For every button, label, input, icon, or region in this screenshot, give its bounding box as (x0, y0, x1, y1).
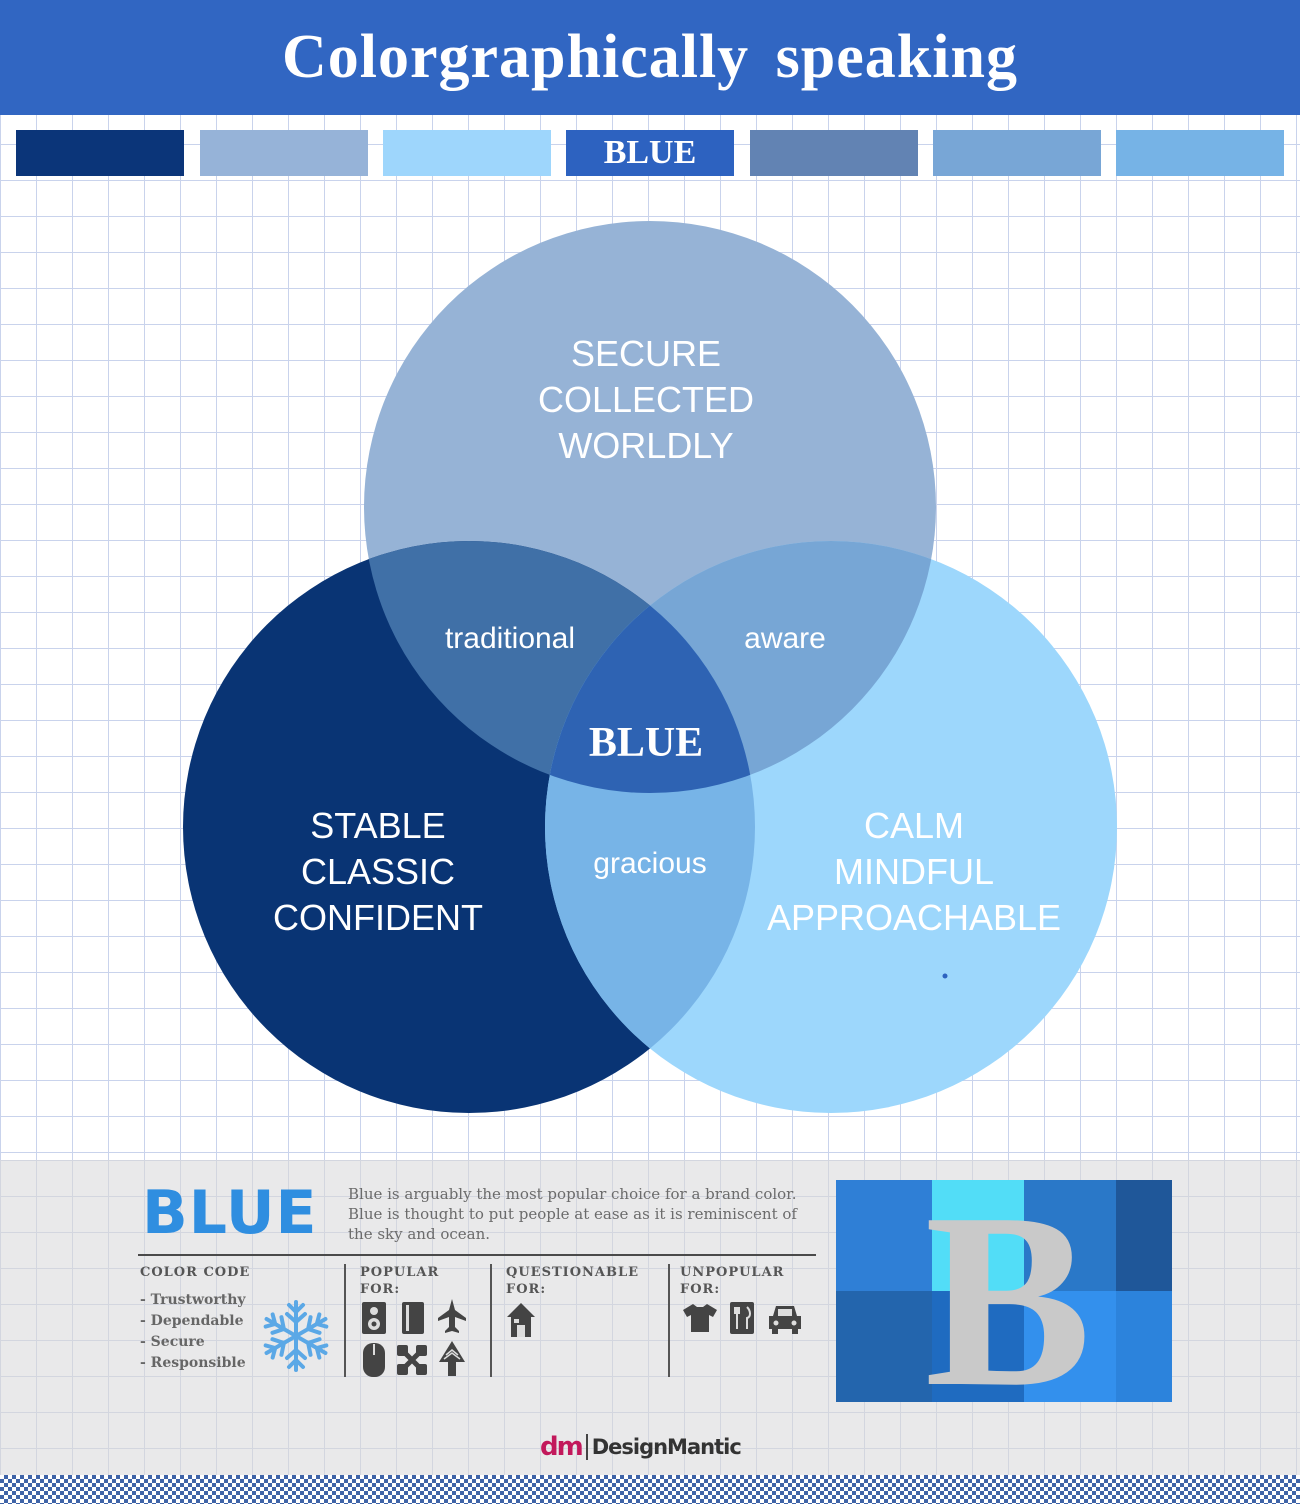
network-icon (397, 1345, 427, 1375)
swatch-2 (383, 130, 551, 176)
tree-icon (439, 1341, 465, 1376)
overlap-label-traditional: traditional (445, 622, 575, 655)
overlap-label-aware: aware (744, 622, 826, 655)
right-word-2: MINDFUL (834, 851, 994, 892)
overlap-center (545, 541, 755, 793)
swatch-5 (933, 130, 1101, 176)
info-description: Blue is arguably the most popular choice… (348, 1185, 797, 1243)
unpopular-title: UNPOPULAR FOR: (680, 1265, 785, 1297)
column-separator (668, 1264, 670, 1377)
swatch-4 (750, 130, 918, 176)
color-code-item: - Dependable (140, 1313, 244, 1329)
speaker-icon (362, 1302, 386, 1334)
column-separator (344, 1264, 346, 1377)
top-word-2: COLLECTED (538, 379, 754, 420)
tshirt-icon (683, 1304, 717, 1332)
title-banner: Colorgraphically speaking (0, 0, 1300, 115)
left-word-2: CLASSIC (301, 851, 455, 892)
divider (138, 1254, 816, 1256)
left-word-3: CONFIDENT (273, 897, 483, 938)
color-swatch-row: BLUE (16, 130, 1284, 176)
popular-title: POPULAR FOR: (360, 1265, 440, 1297)
blue-letter-b-graphic: B (836, 1180, 1172, 1402)
logo-mark: dm (540, 1432, 584, 1462)
house-icon (507, 1303, 535, 1337)
color-code-list: - Trustworthy - Dependable - Secure - Re… (140, 1290, 246, 1374)
right-word-3: APPROACHABLE (767, 897, 1061, 938)
mouse-icon (363, 1343, 385, 1377)
right-word-1: CALM (864, 805, 964, 846)
overlap-label-gracious: gracious (593, 847, 706, 880)
brand-name: DesignMantic (591, 1435, 742, 1459)
color-code-title: COLOR CODE (140, 1265, 251, 1280)
big-letter-b: B (925, 1180, 1092, 1402)
questionable-title: QUESTIONABLE FOR: (506, 1265, 640, 1297)
color-code-item: - Responsible (140, 1355, 246, 1371)
info-heading: BLUE (142, 1178, 318, 1248)
decorative-dot (942, 973, 948, 979)
logo-separator (585, 1434, 588, 1460)
center-label: BLUE (589, 720, 703, 766)
left-word-1: STABLE (310, 805, 445, 846)
swatch-0 (16, 130, 184, 176)
venn-diagram: SECURE COLLECTED WORLDLY STABLE CLASSIC … (183, 221, 1117, 1113)
airplane-icon (438, 1299, 466, 1333)
car-icon (769, 1306, 801, 1334)
color-code-item: - Trustworthy (140, 1292, 246, 1308)
top-word-3: WORLDLY (558, 425, 733, 466)
column-separator (490, 1264, 492, 1377)
book-icon (402, 1302, 424, 1334)
swatch-6 (1116, 130, 1284, 176)
color-code-item: - Secure (140, 1334, 205, 1350)
designmantic-logo: dm DesignMantic (540, 1432, 742, 1462)
restaurant-icon (730, 1302, 754, 1334)
swatch-1 (200, 130, 368, 176)
page-title: Colorgraphically speaking (281, 23, 1018, 91)
snowflake-icon (260, 1300, 332, 1372)
swatch-3: BLUE (566, 130, 734, 176)
checkered-border (0, 1475, 1300, 1504)
top-word-1: SECURE (571, 333, 721, 374)
